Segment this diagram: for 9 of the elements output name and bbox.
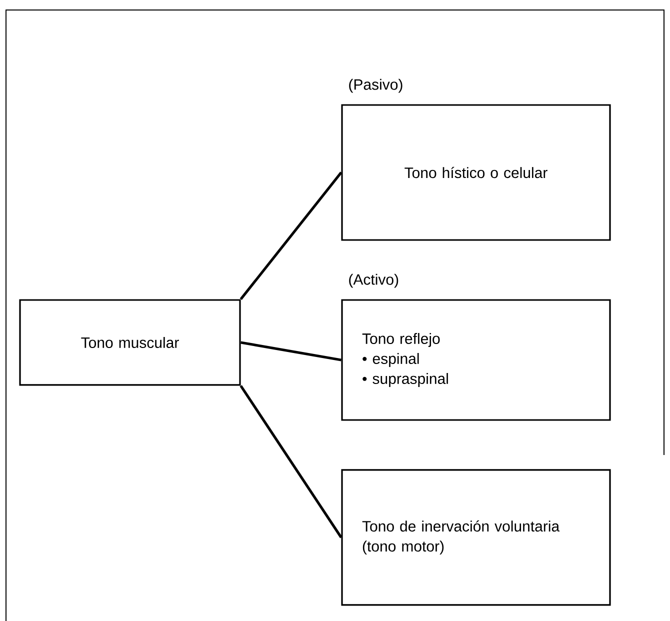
text-box: Tono de inervación voluntaria (tono motor) xyxy=(341,469,611,606)
text-box: Tono reflejo • espinal • supraspinal xyxy=(341,299,611,421)
connector-line xyxy=(240,341,342,362)
connector-line xyxy=(240,172,342,300)
text-box: Tono muscular xyxy=(19,299,241,386)
text-box: Tono hístico o celular xyxy=(341,104,611,241)
node-label: (Activo) xyxy=(349,274,398,288)
connector-line xyxy=(240,385,342,538)
node-label: (Pasivo) xyxy=(349,78,402,93)
